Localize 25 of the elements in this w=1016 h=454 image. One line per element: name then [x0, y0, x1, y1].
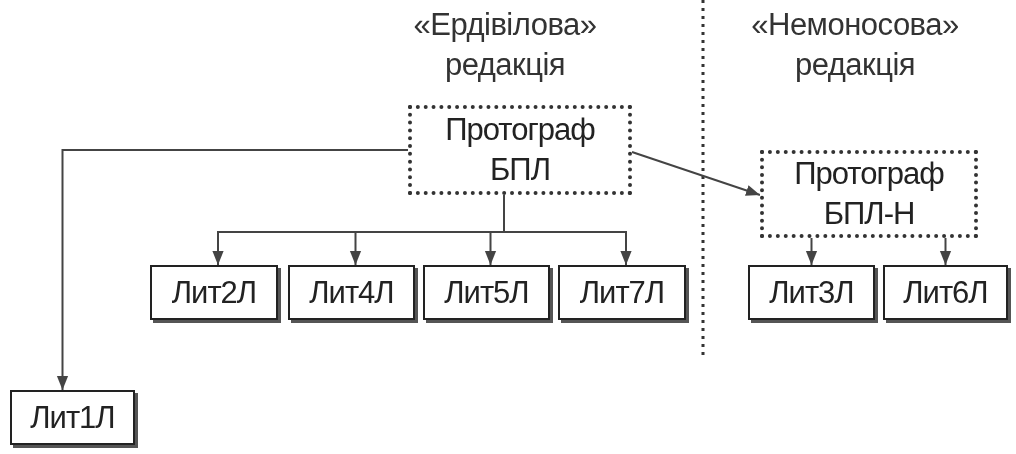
node-label: Протограф БПЛ-Н [793, 155, 945, 233]
arrow [56, 149, 409, 391]
arrow [631, 151, 761, 196]
dotted-box [760, 150, 978, 238]
node-label: Лит3Л [769, 273, 854, 312]
process-box [288, 265, 415, 320]
node-label: Лит1Л [30, 398, 115, 437]
process-box [883, 265, 1008, 320]
heading-text: «Ердівілова» редакція [412, 6, 598, 84]
process-box [558, 265, 686, 320]
node-label: Протограф БПЛ [444, 111, 596, 189]
dotted-box [408, 105, 632, 195]
process-box [748, 265, 875, 320]
node-label: Лит7Л [579, 273, 665, 312]
arrow [939, 237, 952, 266]
process-box [10, 390, 135, 445]
node-label: Лит5Л [444, 273, 529, 312]
process-box [423, 265, 550, 320]
arrow [503, 194, 632, 266]
node-label: Лит4Л [309, 273, 394, 312]
node-label: Лит2Л [171, 273, 257, 312]
heading-text: «Немоносова» редакція [750, 6, 960, 84]
arrow [805, 237, 818, 266]
node-label: Лит6Л [903, 273, 988, 312]
process-box [150, 265, 278, 320]
